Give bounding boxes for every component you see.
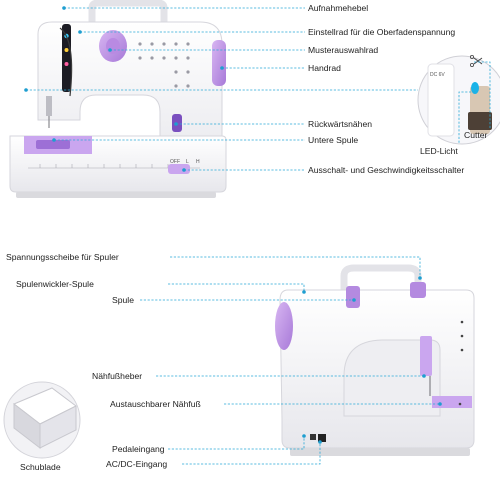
label-naehfussheber: Nähfußheber — [92, 371, 143, 381]
thread-take-up-lever — [59, 27, 73, 97]
label-rueckwaertsnaehen: Rückwärtsnähen — [308, 119, 373, 129]
label-schalter: Ausschalt- und Geschwindigkeitsschalter — [308, 165, 465, 175]
label-musterauswahlrad: Musterauswahlrad — [308, 45, 379, 55]
label-led-licht: LED-Licht — [420, 146, 458, 156]
switch-high-mark: H — [196, 159, 200, 165]
label-cutter: Cutter — [464, 130, 488, 140]
spool-pin — [346, 286, 360, 308]
switch-low-mark: L — [186, 159, 189, 165]
led-light-icon — [471, 82, 479, 94]
machine-side-view — [275, 264, 475, 456]
drawer-detail — [3, 381, 81, 459]
label-spannungsscheibe: Spannungsscheibe für Spuler — [6, 252, 119, 262]
dc-socket — [318, 434, 326, 442]
label-handrad: Handrad — [308, 63, 341, 73]
label-untere-spule: Untere Spule — [308, 135, 359, 145]
dc-mark: DC 6V — [430, 72, 445, 78]
label-naehfuss: Austauschbarer Nähfuß — [110, 399, 201, 409]
label-pedaleingang: Pedaleingang — [112, 444, 165, 454]
label-spule: Spule — [112, 295, 134, 305]
machine-front-view — [9, 0, 227, 198]
side-hand-wheel — [275, 302, 293, 350]
label-aufnahmehebel: Aufnahmehebel — [308, 3, 369, 13]
label-acdc: AC/DC-Eingang — [106, 459, 168, 469]
label-einstellrad: Einstellrad für die Oberfadenspannung — [308, 27, 456, 37]
side-handle — [340, 264, 422, 294]
pedal-socket — [310, 434, 316, 440]
pattern-chart — [138, 42, 190, 88]
label-schublade: Schublade — [20, 462, 61, 472]
carry-handle — [88, 0, 168, 30]
hand-wheel — [212, 40, 226, 86]
leader-lines — [24, 6, 491, 465]
scissors-icon — [473, 57, 483, 65]
label-spulenwickler: Spulenwickler-Spule — [16, 279, 94, 289]
switch-off-mark: OFF — [170, 159, 180, 165]
